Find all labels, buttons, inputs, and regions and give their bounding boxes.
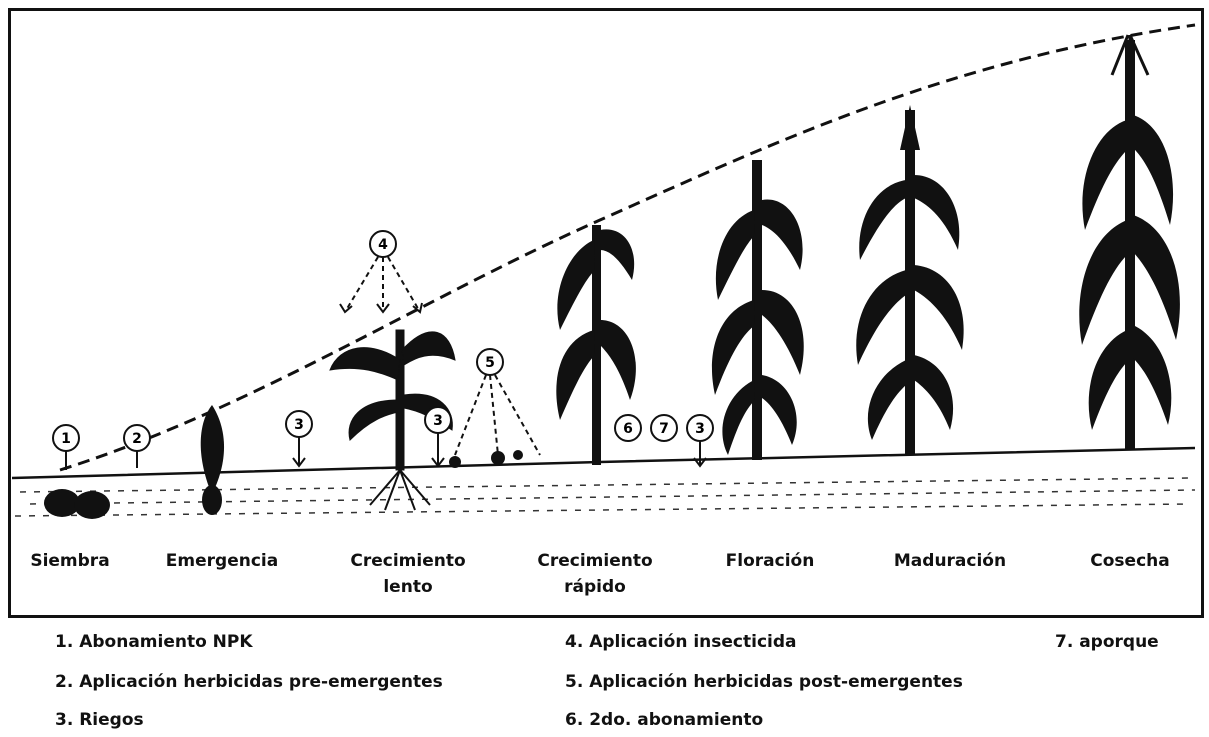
- stage-label-line1: Crecimiento: [525, 548, 665, 574]
- marker-2: 2: [124, 425, 150, 451]
- stage-label-siembra: Siembra: [10, 548, 130, 574]
- ground-line: [12, 448, 1195, 478]
- svg-text:2: 2: [132, 431, 142, 447]
- svg-text:3: 3: [433, 413, 443, 429]
- svg-text:3: 3: [695, 421, 705, 437]
- plant-maturation: [856, 105, 964, 455]
- seeds: [44, 489, 110, 519]
- marker-3-irrigation-a: 3: [286, 411, 312, 437]
- soil-texture: [15, 478, 1195, 516]
- stage-label-line1: Siembra: [10, 548, 130, 574]
- legend-item-2: 2. Aplicación herbicidas pre-emergentes: [55, 672, 443, 692]
- stage-label-line2: rápido: [525, 574, 665, 600]
- legend-item-1: 1. Abonamiento NPK: [55, 632, 253, 652]
- stage-label-line1: Cosecha: [1075, 548, 1185, 574]
- legend-item-5: 5. Aplicación herbicidas post-emergentes: [565, 672, 963, 692]
- stage-label-emergencia: Emergencia: [152, 548, 292, 574]
- stage-label-line2: lento: [338, 574, 478, 600]
- svg-text:7: 7: [659, 421, 669, 437]
- marker-4: 4: [370, 231, 396, 257]
- stage-label-floracion: Floración: [710, 548, 830, 574]
- legend-item-4: 4. Aplicación insecticida: [565, 632, 797, 652]
- marker-1: 1: [53, 425, 79, 451]
- legend-item-7: 7. aporque: [1055, 632, 1159, 652]
- svg-text:1: 1: [61, 431, 71, 447]
- sprout-plant: [201, 405, 224, 515]
- marker-7: 7: [651, 415, 677, 441]
- stage-label-maduracion: Maduración: [880, 548, 1020, 574]
- stage-label-line1: Crecimiento: [338, 548, 478, 574]
- stage-label-cosecha: Cosecha: [1075, 548, 1185, 574]
- stage-label-line1: Floración: [710, 548, 830, 574]
- stage-label-line1: Emergencia: [152, 548, 292, 574]
- plant-flowering: [712, 160, 804, 460]
- svg-text:3: 3: [294, 417, 304, 433]
- stage-label-line1: Maduración: [880, 548, 1020, 574]
- legend-item-3: 3. Riegos: [55, 710, 144, 730]
- stage-label-crecimiento-lento: Crecimiento lento: [338, 548, 478, 600]
- svg-text:5: 5: [485, 355, 495, 371]
- marker-3-irrigation-b: 3: [425, 407, 451, 433]
- svg-text:4: 4: [378, 237, 388, 253]
- marker-5: 5: [477, 349, 503, 375]
- svg-text:6: 6: [623, 421, 633, 437]
- marker-3-irrigation-c: 3: [687, 415, 713, 441]
- plant-harvest: [1079, 35, 1180, 450]
- legend-item-6: 6. 2do. abonamiento: [565, 710, 763, 730]
- marker-6: 6: [615, 415, 641, 441]
- stage-label-crecimiento-rapido: Crecimiento rápido: [525, 548, 665, 600]
